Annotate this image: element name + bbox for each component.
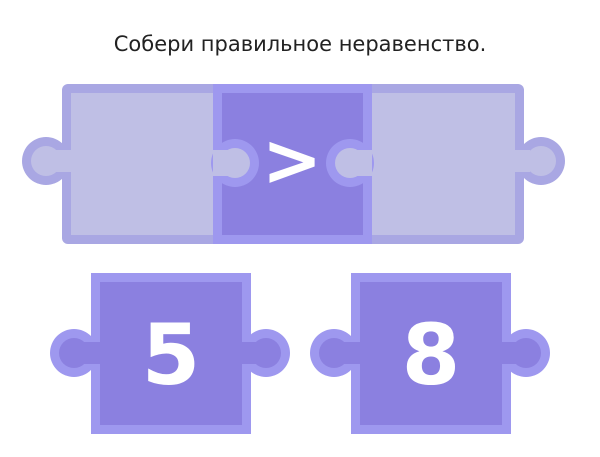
operator-piece[interactable]: > — [211, 84, 374, 244]
operator-symbol: > — [262, 118, 322, 202]
piece-value-8: 8 — [402, 306, 460, 404]
choice-piece-8[interactable]: 8 — [310, 273, 550, 434]
piece-value-5: 5 — [142, 306, 200, 404]
answer-slot-right[interactable] — [364, 84, 565, 244]
choice-piece-5[interactable]: 5 — [50, 273, 290, 434]
answer-slot-left[interactable] — [22, 84, 222, 244]
instruction-text: Собери правильное неравенство. — [113, 32, 487, 56]
